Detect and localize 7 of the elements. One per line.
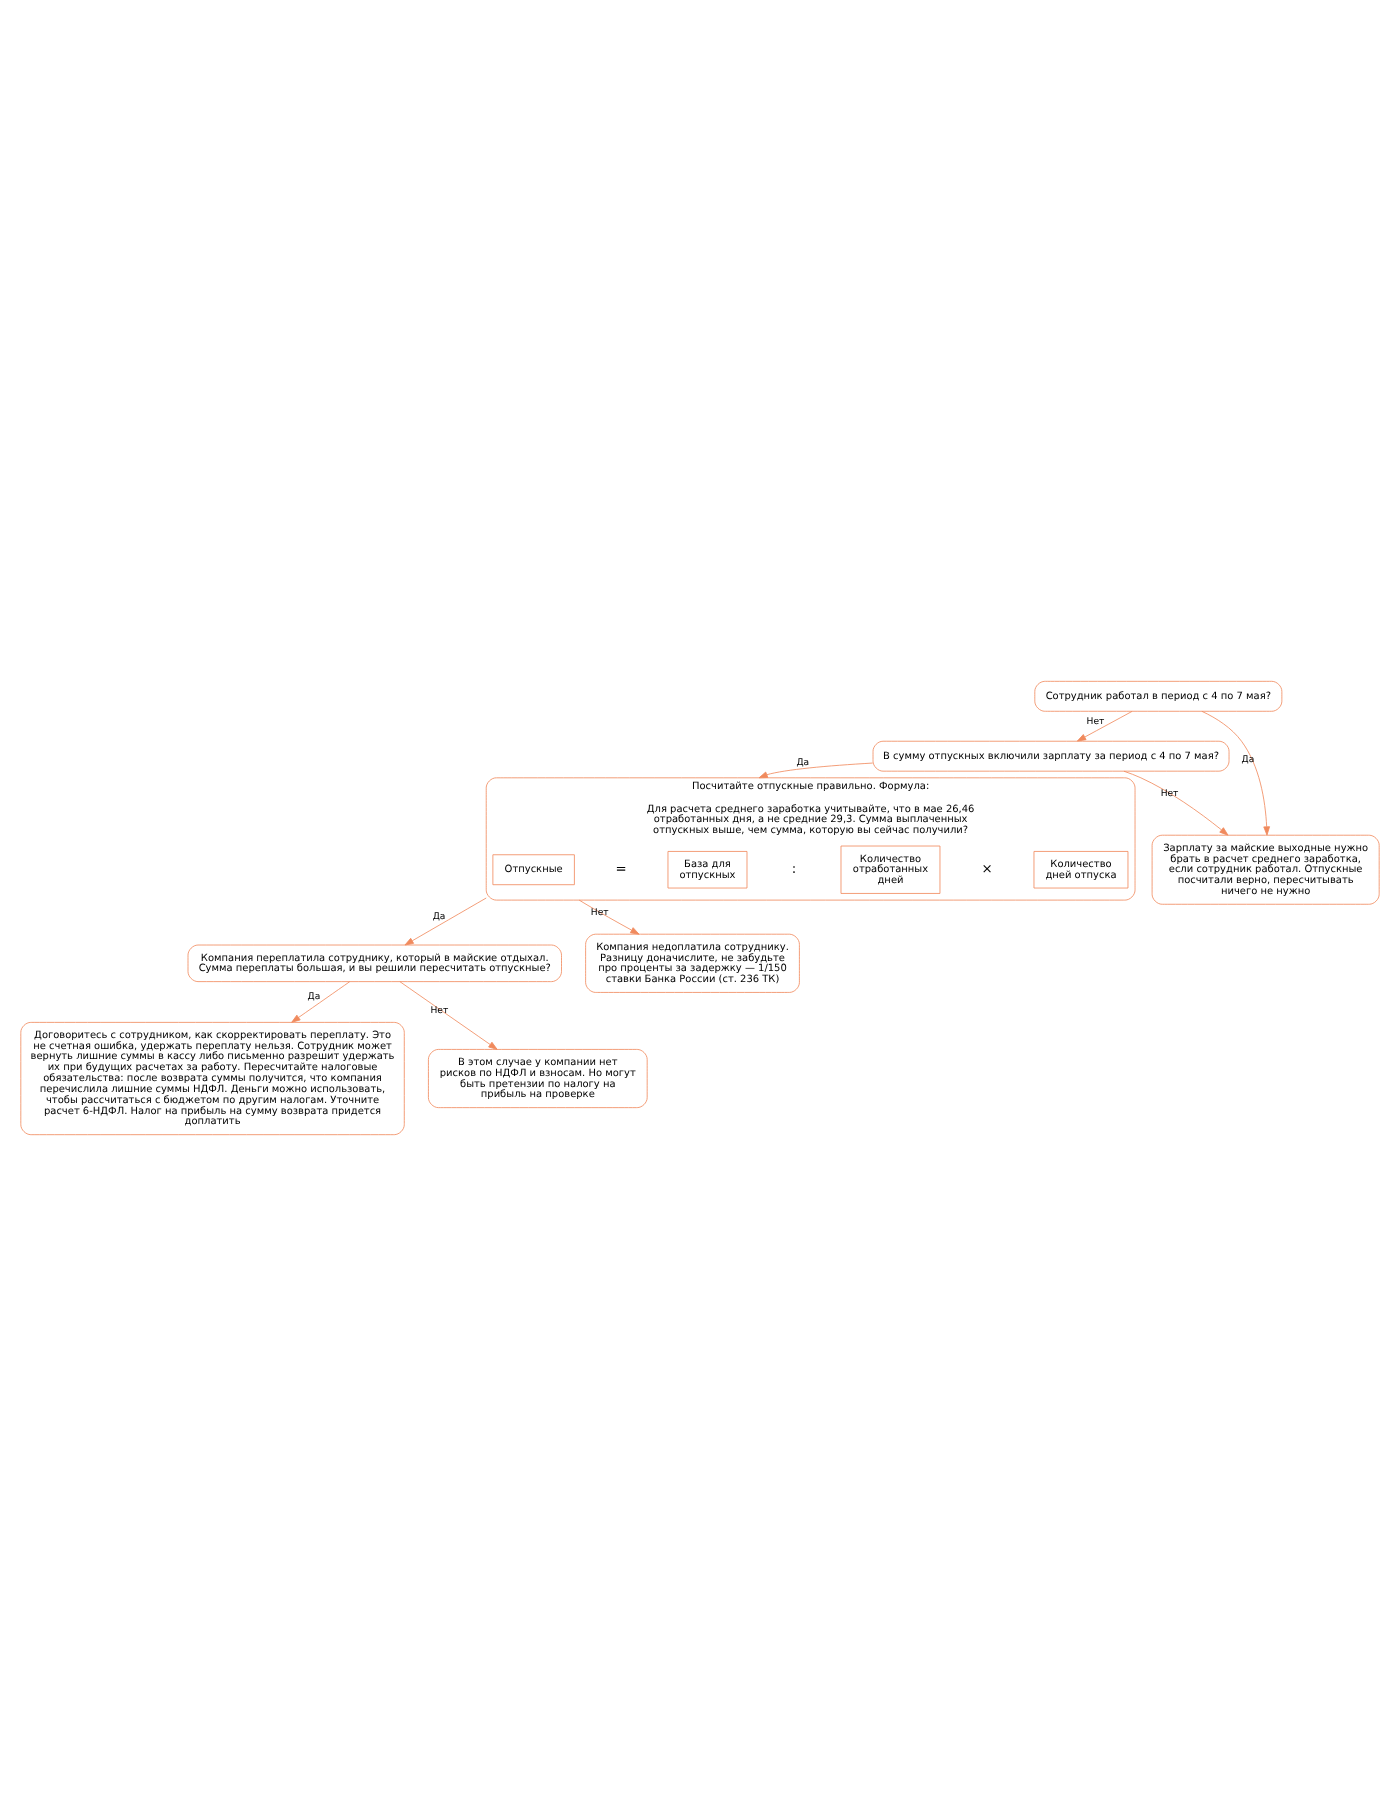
arrow [578,898,640,934]
arrow [1201,709,1270,835]
arrow [1076,709,1133,741]
arrow [404,896,487,945]
arrow [758,761,874,778]
arrow [399,980,498,1049]
arrow [291,980,351,1022]
